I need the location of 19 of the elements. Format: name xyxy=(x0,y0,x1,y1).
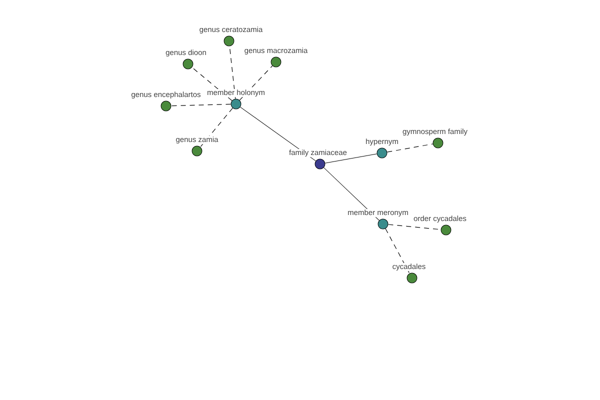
connector-line xyxy=(192,67,232,101)
connector-line xyxy=(239,66,273,100)
node-circle xyxy=(160,100,172,112)
connector-line xyxy=(200,108,233,148)
connector-line xyxy=(386,144,434,152)
node-circle xyxy=(378,218,388,230)
node-circle xyxy=(432,138,444,148)
node-circle xyxy=(270,56,282,68)
node-circle xyxy=(440,224,452,236)
connector-line xyxy=(324,154,378,164)
node-circle xyxy=(376,148,388,158)
node-circle xyxy=(224,36,234,46)
connector-line xyxy=(170,104,232,106)
node-circle xyxy=(230,98,242,110)
node-circle xyxy=(314,158,326,170)
node-circle xyxy=(406,272,418,284)
connector-line xyxy=(385,228,410,274)
node-circle xyxy=(182,58,194,70)
node-circle xyxy=(192,146,202,156)
